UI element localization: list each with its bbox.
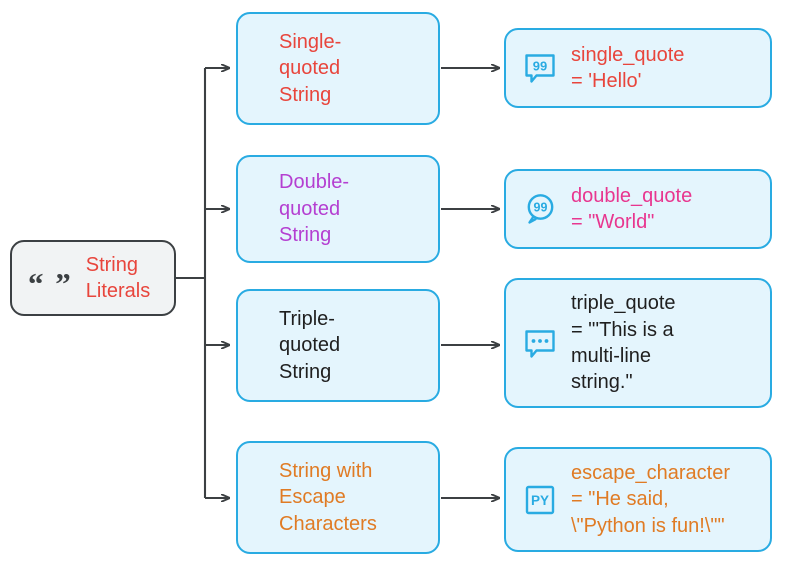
root-node-string-literals[interactable]: “ ” String Literals: [10, 240, 176, 316]
detail-node-triple-quote[interactable]: triple_quote = "'This is a multi-line st…: [504, 278, 772, 408]
double-quote-icon: “ ”: [28, 265, 73, 301]
svg-text:99: 99: [533, 59, 547, 74]
category-node-double-quoted[interactable]: Double- quoted String: [236, 155, 440, 263]
svg-text:PY: PY: [531, 493, 549, 508]
speech-bubble-ellipsis-icon: [520, 323, 560, 363]
detail-node-label: single_quote = 'Hello': [571, 43, 685, 92]
svg-text:99: 99: [534, 201, 548, 215]
category-node-triple-quoted[interactable]: Triple- quoted String: [236, 289, 440, 402]
detail-node-single-quote[interactable]: 99 single_quote = 'Hello': [504, 28, 772, 108]
category-node-label: Single- quoted String: [279, 30, 342, 106]
detail-node-double-quote[interactable]: 99 double_quote = "World": [504, 169, 772, 249]
category-node-label: Triple- quoted String: [279, 307, 341, 383]
root-node-label: String Literals: [85, 253, 151, 302]
category-node-label: String with Escape Characters: [279, 459, 377, 535]
python-badge-icon: PY: [520, 480, 560, 520]
detail-node-label: double_quote = "World": [571, 184, 693, 233]
speech-bubble-quote-rect-icon: 99: [520, 48, 560, 88]
detail-node-label: triple_quote = "'This is a multi-line st…: [571, 292, 676, 394]
category-node-label: Double- quoted String: [279, 171, 350, 247]
speech-bubble-quote-round-icon: 99: [520, 189, 560, 229]
category-node-escape-characters[interactable]: String with Escape Characters: [236, 441, 440, 554]
detail-node-label: escape_character = "He said, \"Python is…: [571, 461, 730, 537]
category-node-single-quoted[interactable]: Single- quoted String: [236, 12, 440, 125]
detail-node-escape-character[interactable]: PY escape_character = "He said, \"Python…: [504, 447, 772, 552]
